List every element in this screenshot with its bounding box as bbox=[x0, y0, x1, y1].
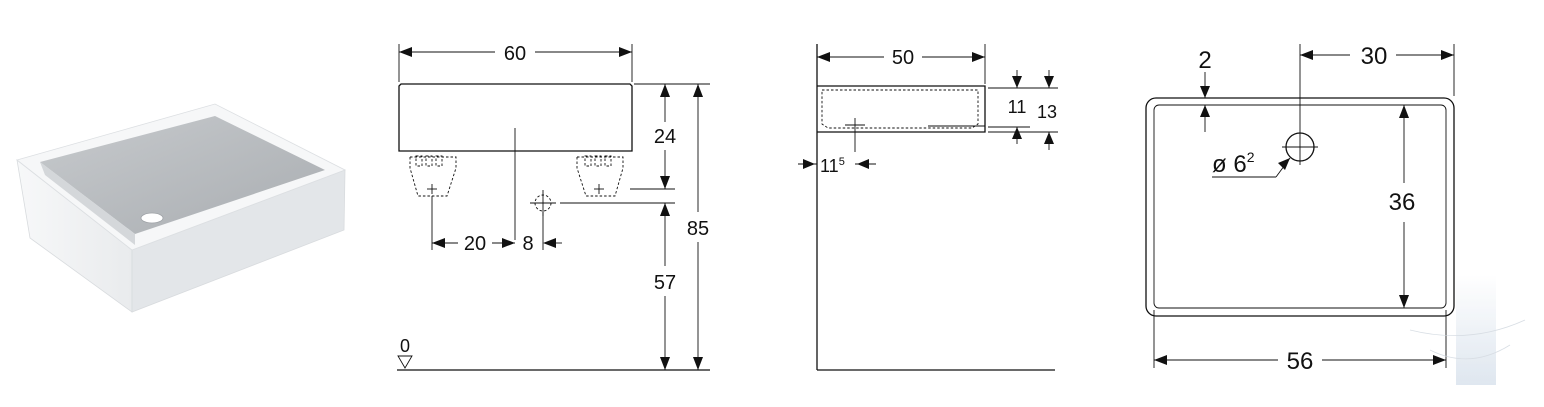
top-width-dim: 56 bbox=[1287, 348, 1314, 375]
top-depth-dim: 36 bbox=[1389, 189, 1416, 216]
side-wall-offset-dim: 115 bbox=[820, 156, 845, 176]
side-rim-outer-dim: 13 bbox=[1037, 102, 1057, 122]
front-offset-dim: 20 bbox=[464, 233, 486, 255]
right-bracket bbox=[576, 155, 624, 197]
side-rim-inner-dim: 11 bbox=[1008, 97, 1027, 117]
front-total-height-dim: 85 bbox=[687, 218, 709, 240]
basin-product-image bbox=[16, 103, 346, 313]
side-depth-dim: 50 bbox=[892, 47, 914, 69]
top-view: 30 2 ø 62 36 56 bbox=[1145, 43, 1455, 375]
front-view: 60 24 57 85 20 8 0 bbox=[397, 43, 710, 371]
front-depth-dim: 24 bbox=[654, 126, 676, 148]
side-view: 50 11 13 115 bbox=[798, 44, 1058, 371]
top-waste-diameter-dim: ø 62 bbox=[1212, 149, 1255, 178]
front-width-dim: 60 bbox=[504, 43, 526, 65]
watermark-graphic bbox=[1409, 275, 1526, 385]
front-waste-offset-dim: 8 bbox=[522, 233, 533, 255]
floor-datum-label: 0 bbox=[400, 336, 410, 356]
left-bracket bbox=[409, 155, 457, 197]
top-waste-position-dim: 30 bbox=[1361, 43, 1388, 70]
front-height-dim: 57 bbox=[654, 272, 676, 294]
top-rim-dim: 2 bbox=[1198, 47, 1211, 74]
